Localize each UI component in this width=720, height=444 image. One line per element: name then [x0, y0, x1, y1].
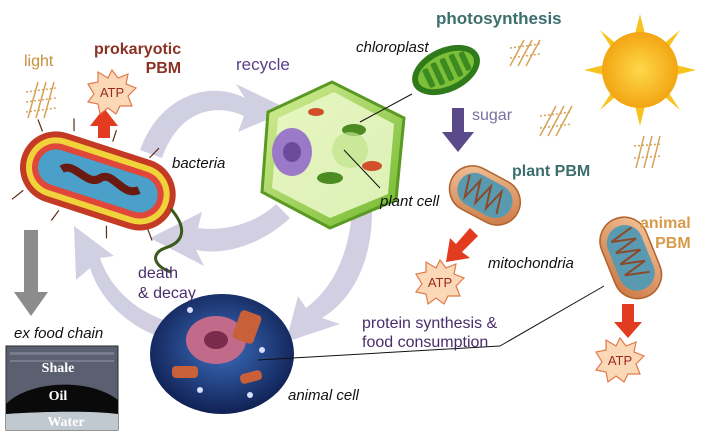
protein-synthesis-label: protein synthesis & food consumption: [362, 315, 498, 352]
atp-badge: ATP: [86, 68, 138, 116]
atp-badge-label: ATP: [100, 85, 124, 100]
plant-pbm-label: plant PBM: [512, 163, 591, 180]
atp-badge: ATP: [594, 336, 646, 384]
atp-badge-label: ATP: [608, 353, 632, 368]
bacteria-cell: [11, 118, 184, 274]
chloroplast-label: chloroplast: [356, 39, 429, 56]
plant-cell: [260, 80, 406, 230]
shale-label: Shale: [42, 361, 75, 376]
oil-label: Oil: [49, 389, 68, 404]
light-wave-icon: [25, 81, 57, 119]
light-wave-icon: [539, 105, 573, 137]
recycle-label: recycle: [236, 55, 290, 74]
sugar-label: sugar: [472, 107, 513, 124]
light-wave-icon: [633, 135, 663, 169]
animal-pbm-label: animal PBM: [640, 215, 691, 252]
light-label: light: [24, 53, 54, 70]
red-arrows: [90, 108, 642, 338]
chloroplast-organelle: [412, 44, 480, 96]
bacteria-label: bacteria: [172, 155, 226, 172]
light-wave-icons: [25, 39, 663, 169]
atp-badge-label: ATP: [428, 275, 452, 290]
red-arrow-plant-mito: [446, 228, 478, 262]
death-decay-label: death & decay: [138, 265, 196, 302]
recycle-arrow-death: [150, 204, 290, 266]
recycle-arrow-animal-to-bacteria: [74, 226, 170, 340]
atp-badge: ATP: [414, 258, 466, 306]
photosynthesis-label: photosynthesis: [436, 9, 562, 28]
prokaryotic-pbm-label: prokaryotic PBM: [94, 41, 182, 78]
red-arrow-bacteria: [90, 108, 118, 138]
light-wave-icon: [509, 39, 541, 67]
water-label: Water: [47, 415, 84, 430]
animal-cell-label: animal cell: [288, 387, 359, 404]
animal-mitochondrion: [599, 216, 663, 300]
red-arrow-animal-mito: [614, 304, 642, 338]
animal-cell: [150, 294, 294, 414]
recycle-arrow-top: [140, 84, 290, 158]
plant-cell-label: plant cell: [380, 193, 440, 210]
fossil-fuel-box: Shale Oil Water: [5, 345, 119, 431]
recycle-arrow-plant-to-animal: [286, 212, 372, 342]
sugar-arrow: [442, 108, 474, 152]
mitochondria-label: mitochondria: [488, 255, 574, 272]
recycle-arrows: [74, 84, 372, 342]
food-chain-arrow: [14, 230, 48, 316]
plant-mitochondrion: [448, 165, 521, 226]
sun-icon: [584, 14, 696, 126]
leader-lines: [257, 93, 605, 361]
ex-food-chain-label: ex food chain: [14, 325, 104, 342]
